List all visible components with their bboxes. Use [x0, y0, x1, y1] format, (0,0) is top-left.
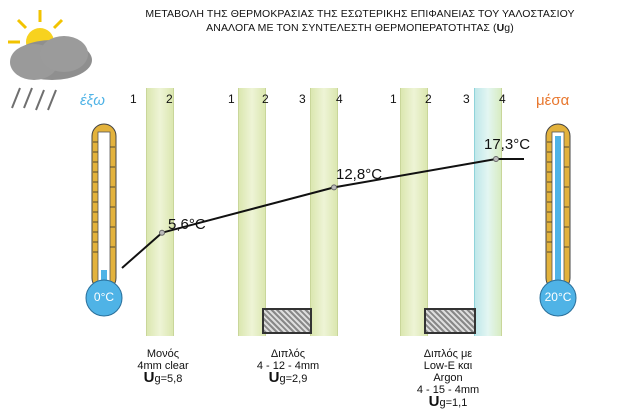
inside-label: μέσα — [536, 92, 570, 109]
weather-sun-cloud-rain-icon — [8, 10, 92, 111]
temp-label-single: 5,6°C — [168, 216, 206, 233]
lowe-outer-pane — [400, 88, 428, 336]
lowe-inner-pane — [474, 88, 502, 336]
surface-number: 2 — [425, 92, 432, 106]
inside-temp-label: 20°C — [544, 290, 572, 304]
temp-label-lowe: 17,3°C — [484, 136, 531, 153]
surface-number: 4 — [499, 92, 506, 106]
outside-thermometer-icon — [85, 123, 123, 317]
surface-number: 1 — [228, 92, 235, 106]
caption-double: Διπλός 4 - 12 - 4mm Ug=2,9 — [256, 348, 320, 386]
double-inner-pane — [310, 88, 338, 336]
single-glass-pane — [146, 88, 174, 336]
surface-number: 4 — [336, 92, 343, 106]
surface-number: 2 — [166, 92, 173, 106]
outside-label: έξω — [80, 92, 105, 109]
surface-number: 3 — [463, 92, 470, 106]
double-spacer-bar — [262, 308, 312, 334]
surface-number: 2 — [262, 92, 269, 106]
diagram-title-line1: ΜΕΤΑΒΟΛΗ ΤΗΣ ΘΕΡΜΟΚΡΑΣΙΑΣ ΤΗΣ ΕΣΩΤΕΡΙΚΗΣ… — [145, 8, 575, 20]
lowe-spacer-bar — [424, 308, 476, 334]
surface-number: 1 — [130, 92, 137, 106]
surface-number: 1 — [390, 92, 397, 106]
caption-lowe: Διπλός με Low-E και Argon 4 - 15 - 4mm U… — [416, 348, 480, 410]
caption-single: Μονός 4mm clear Ug=5,8 — [137, 348, 189, 386]
temp-label-double: 12,8°C — [336, 166, 383, 183]
temperature-point — [331, 184, 337, 191]
temperature-point — [493, 156, 499, 163]
outside-temp-label: 0°C — [93, 290, 115, 304]
diagram-title-line2: ΑΝΑΛΟΓΑ ΜΕ ΤΟΝ ΣΥΝΤΕΛΕΣΤΗ ΘΕΡΜΟΠΕΡΑΤΟΤΗΤ… — [206, 22, 514, 34]
inside-thermometer-icon — [539, 123, 577, 317]
surface-number: 3 — [299, 92, 306, 106]
temperature-line — [121, 158, 524, 269]
temperature-point — [159, 229, 165, 236]
